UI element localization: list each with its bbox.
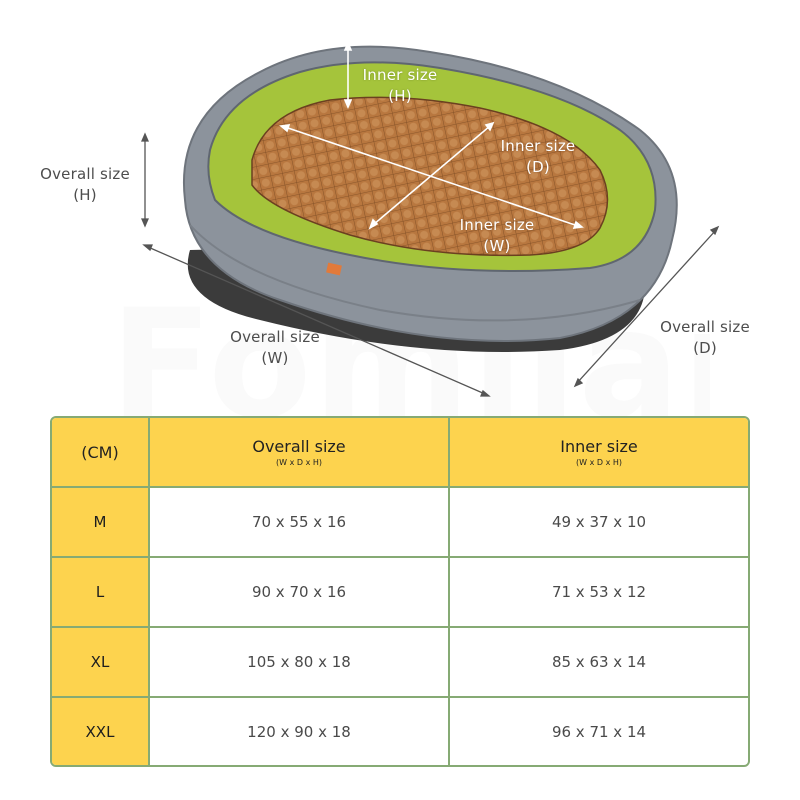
table-header-row: (CM) Overall size (W x D x H) Inner size… — [52, 418, 748, 488]
overall-width-label: Overall size (W) — [210, 327, 340, 369]
inner-value: 49 x 37 x 10 — [551, 513, 647, 531]
overall-cell: 70 x 55 x 16 — [150, 488, 450, 556]
overall-cell: 90 x 70 x 16 — [150, 558, 450, 626]
overall-width-label-axis: (W) — [261, 349, 289, 367]
inner-header-sub: (W x D x H) — [576, 458, 622, 467]
overall-depth-label: Overall size (D) — [640, 317, 770, 359]
inner-depth-label: Inner size (D) — [478, 136, 598, 178]
inner-depth-label-axis: (D) — [526, 158, 550, 176]
inner-width-label-axis: (W) — [483, 237, 511, 255]
overall-height-label: Overall size (H) — [20, 164, 150, 206]
inner-width-label-title: Inner size — [459, 216, 535, 234]
inner-header-cell: Inner size (W x D x H) — [450, 418, 748, 486]
size-cell: L — [52, 558, 150, 626]
overall-header-sub: (W x D x H) — [276, 458, 322, 467]
table-row: XXL 120 x 90 x 18 96 x 71 x 14 — [52, 698, 748, 765]
size-cell: XL — [52, 628, 150, 696]
inner-header-title: Inner size — [560, 437, 638, 456]
size-code: M — [93, 513, 107, 531]
inner-value: 96 x 71 x 14 — [551, 722, 647, 741]
inner-cell: 71 x 53 x 12 — [450, 558, 748, 626]
pet-bed-illustration — [141, 45, 720, 397]
inner-cell: 96 x 71 x 14 — [450, 698, 748, 765]
inner-value: 85 x 63 x 14 — [551, 653, 647, 671]
overall-depth-label-axis: (D) — [693, 339, 717, 357]
overall-cell: 105 x 80 x 18 — [150, 628, 450, 696]
inner-height-label: Inner size (H) — [340, 65, 460, 107]
product-diagram: Overall size (H) Overall size (W) Overal… — [20, 45, 770, 397]
size-cell: M — [52, 488, 150, 556]
overall-value: 120 x 90 x 18 — [247, 722, 351, 741]
overall-height-label-title: Overall size — [40, 165, 130, 183]
overall-value: 90 x 70 x 16 — [251, 583, 347, 601]
inner-value: 71 x 53 x 12 — [551, 583, 647, 601]
size-cell: XXL — [52, 698, 150, 765]
size-code: XXL — [85, 722, 115, 741]
size-code: XL — [90, 653, 110, 671]
inner-height-label-axis: (H) — [388, 87, 412, 105]
overall-header-title: Overall size — [252, 437, 346, 456]
size-code: L — [95, 583, 105, 601]
inner-cell: 49 x 37 x 10 — [450, 488, 748, 556]
unit-header: (CM) — [81, 442, 119, 462]
inner-cell: 85 x 63 x 14 — [450, 628, 748, 696]
table-row: L 90 x 70 x 16 71 x 53 x 12 — [52, 558, 748, 628]
overall-value: 70 x 55 x 16 — [251, 513, 347, 531]
overall-depth-label-title: Overall size — [660, 318, 750, 336]
inner-width-label: Inner size (W) — [437, 215, 557, 257]
overall-header-cell: Overall size (W x D x H) — [150, 418, 450, 486]
overall-cell: 120 x 90 x 18 — [150, 698, 450, 765]
inner-depth-label-title: Inner size — [500, 137, 576, 155]
table-row: M 70 x 55 x 16 49 x 37 x 10 — [52, 488, 748, 558]
overall-value: 105 x 80 x 18 — [247, 653, 351, 671]
table-row: XL 105 x 80 x 18 85 x 63 x 14 — [52, 628, 748, 698]
overall-width-label-title: Overall size — [230, 328, 320, 346]
size-table: (CM) Overall size (W x D x H) Inner size… — [50, 416, 750, 767]
unit-header-cell: (CM) — [52, 418, 150, 486]
inner-height-label-title: Inner size — [362, 66, 438, 84]
overall-height-label-axis: (H) — [73, 186, 97, 204]
